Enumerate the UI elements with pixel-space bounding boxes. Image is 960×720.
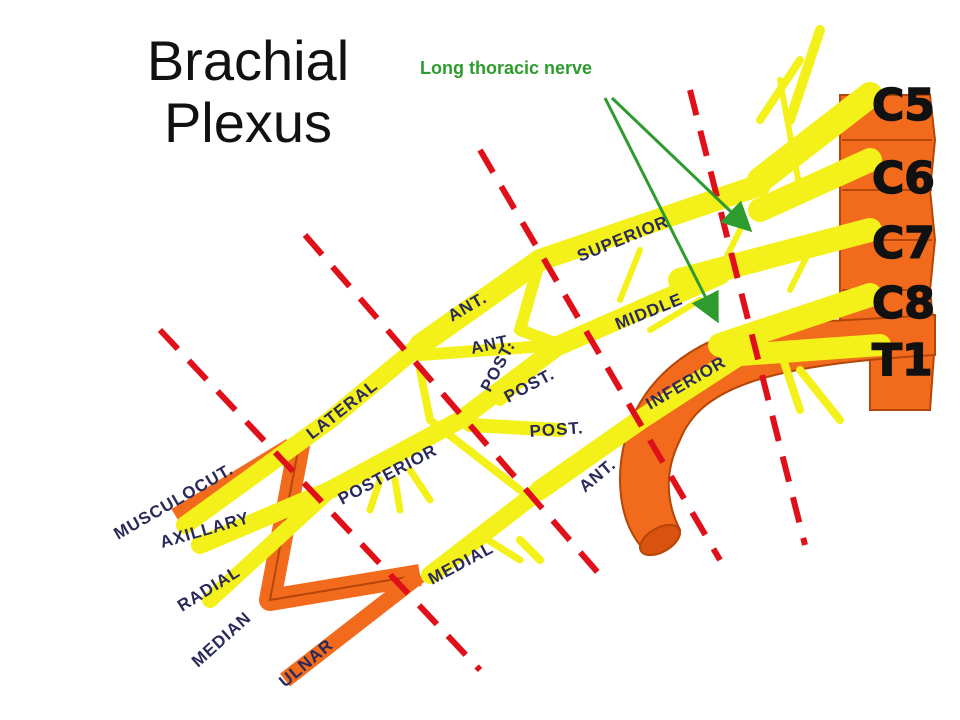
long-thoracic-nerve-label: Long thoracic nerve (420, 58, 593, 78)
branch-label-ulnar: ULNAR (275, 635, 337, 691)
root-label-c8: C8 (872, 278, 935, 329)
title-line-2: Plexus (163, 91, 333, 154)
division-dashed-lines (157, 89, 808, 673)
page-title: Brachial Plexus (108, 30, 388, 154)
title-line-1: Brachial (146, 29, 350, 92)
root-label-c5: C5 (872, 80, 935, 131)
root-label-c6: C6 (872, 153, 935, 204)
cord-label-lateral: LATERAL (303, 376, 382, 443)
division-label-post-3: POST. (529, 418, 584, 441)
root-label-c7: C7 (872, 218, 935, 269)
long-thoracic-arrows (603, 96, 753, 324)
root-labels: C5 C6 C7 C8 T1 (871, 79, 935, 387)
branch-label-median: MEDIAN (188, 608, 255, 671)
axillary-artery-branches (171, 437, 425, 687)
root-label-t1: T1 (872, 335, 933, 386)
